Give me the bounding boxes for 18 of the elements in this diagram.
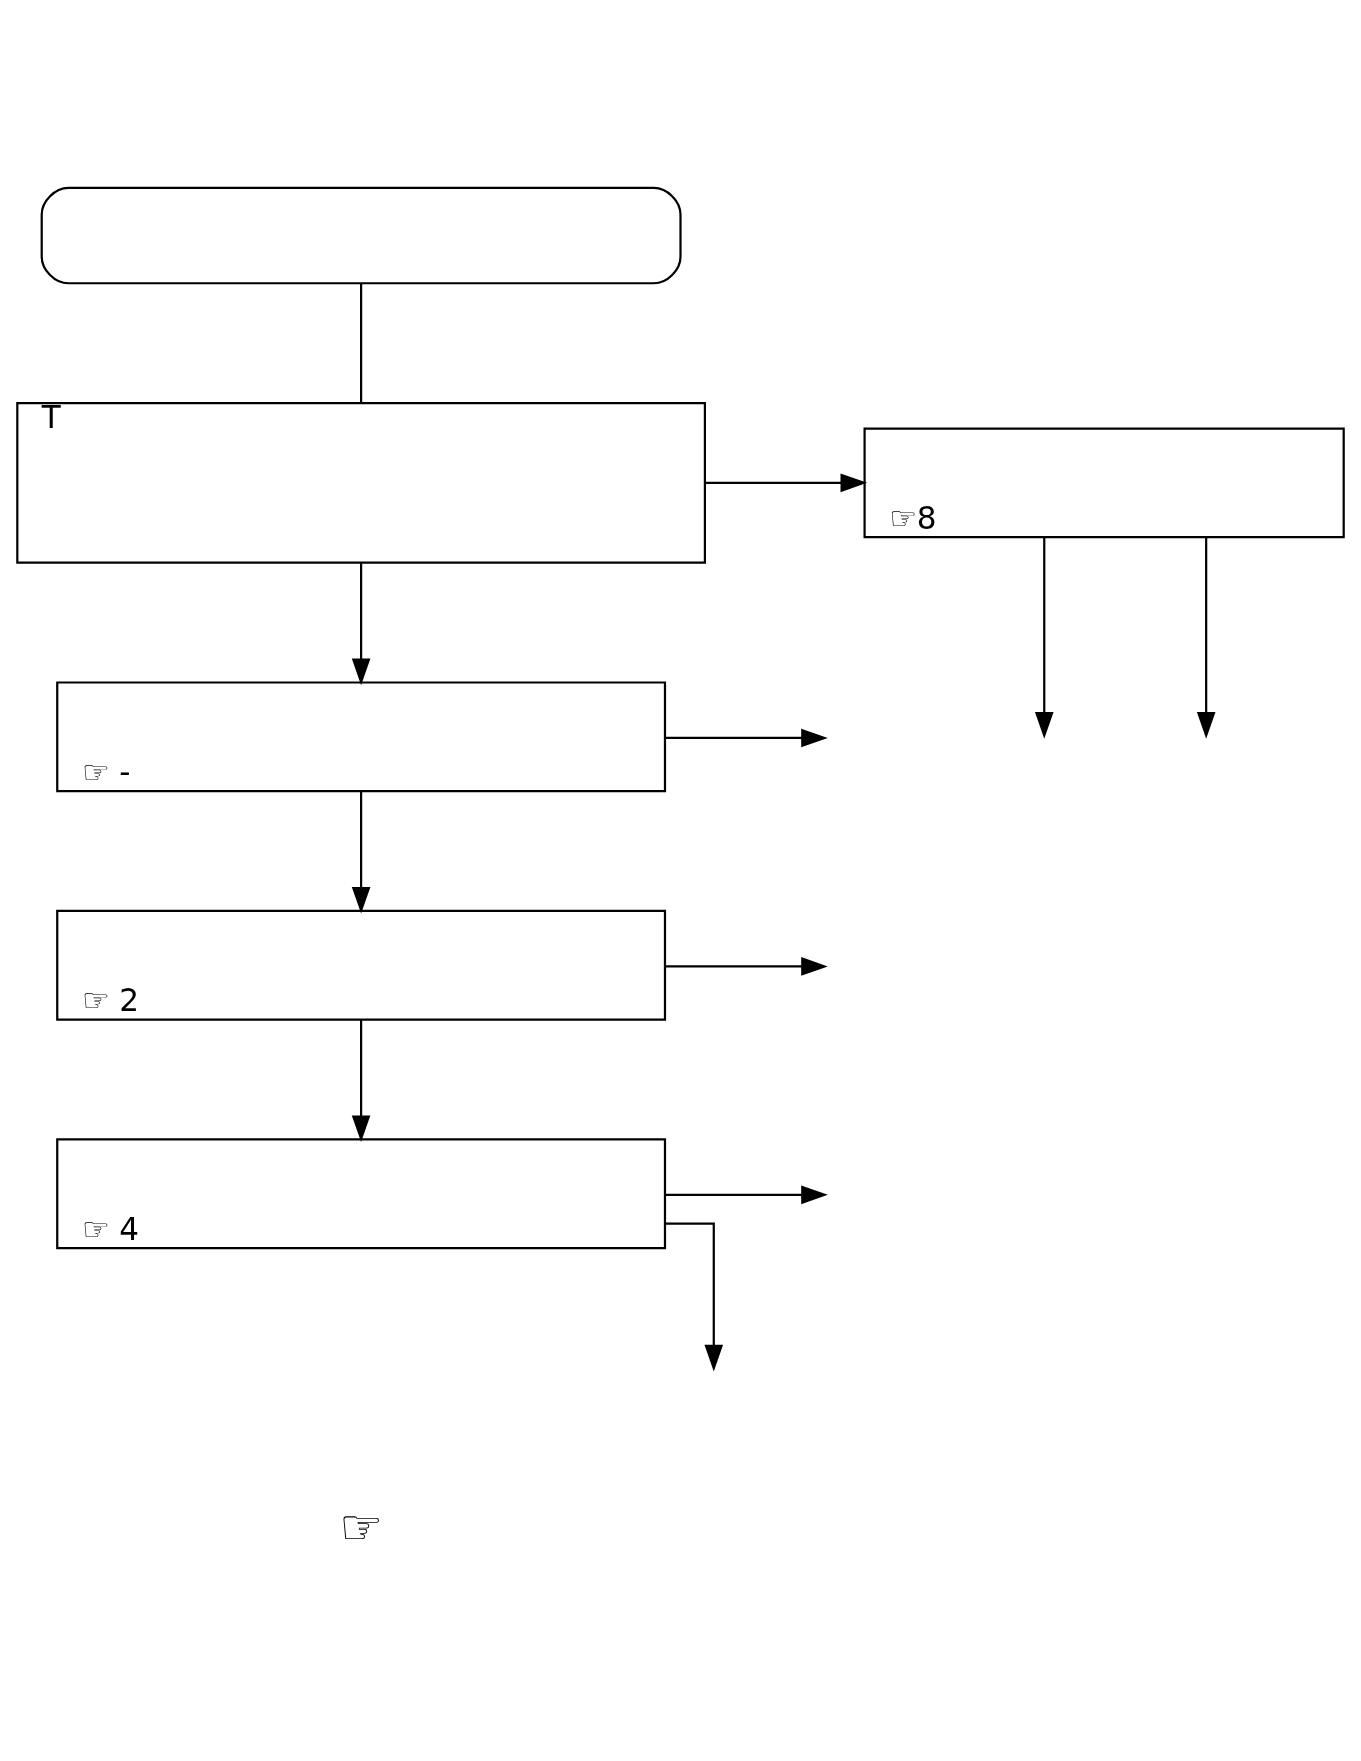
node-box: ☞ - (56, 680, 667, 792)
arrow (351, 791, 371, 914)
arrow (665, 728, 828, 747)
node-box: ☞ 2 (56, 909, 667, 1021)
node-box: ☞ 4 (56, 1137, 667, 1249)
node-box: ☞8 (863, 426, 1345, 538)
arrow (705, 473, 868, 492)
arrow (665, 956, 828, 976)
arrow (1034, 536, 1054, 739)
connector (360, 283, 363, 403)
arrow (351, 1019, 371, 1142)
node-box (40, 186, 682, 284)
arrow (1196, 536, 1216, 739)
label: ☞ (339, 1498, 383, 1556)
arrow (351, 562, 371, 685)
arrow (665, 1222, 724, 1371)
node-box: T (16, 401, 706, 564)
arrow (665, 1185, 828, 1204)
